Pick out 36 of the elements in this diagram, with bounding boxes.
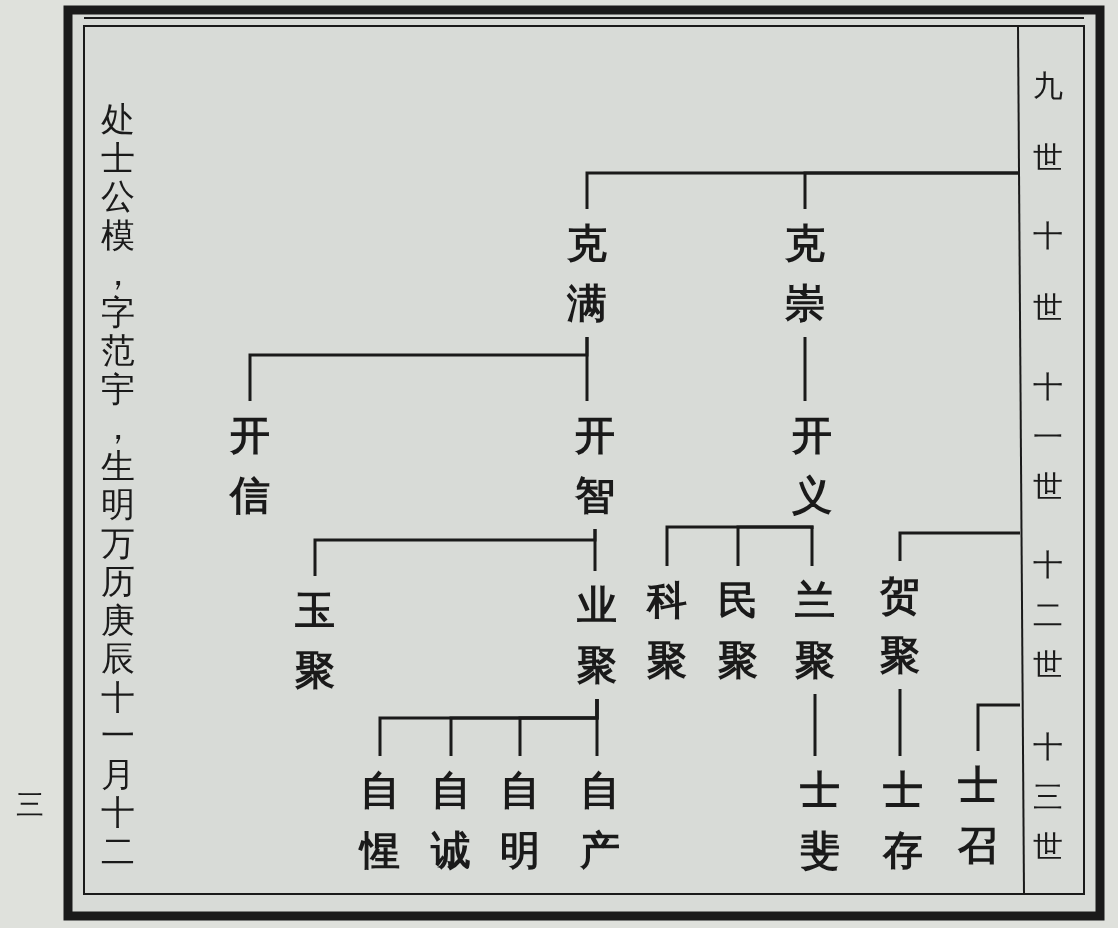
person-name: 玉聚 xyxy=(295,580,335,700)
person-name: 士存 xyxy=(883,760,923,880)
page-number: 三 xyxy=(16,787,44,823)
person-name: 开智 xyxy=(575,405,615,525)
person-name: 自惺 xyxy=(360,760,400,880)
person-name: 贺聚 xyxy=(880,565,920,685)
family-line xyxy=(595,699,599,756)
person-name: 业聚 xyxy=(577,575,617,695)
generation-label: 十一世 xyxy=(1033,368,1063,506)
person-name: 科聚 xyxy=(647,570,687,690)
family-line xyxy=(803,171,1020,209)
family-line xyxy=(898,531,1020,561)
generation-label: 十三世 xyxy=(1033,728,1063,866)
family-line xyxy=(898,689,902,756)
person-name: 开信 xyxy=(230,405,270,525)
person-name: 士斐 xyxy=(800,760,840,880)
family-line xyxy=(593,529,597,571)
generation-label: 九世 xyxy=(1033,67,1063,177)
family-line xyxy=(803,337,807,401)
family-line xyxy=(736,525,814,566)
note-text: 处士公模，字范宇，生明万历庚辰十一月十二 xyxy=(101,100,135,870)
generation-label: 十二世 xyxy=(1033,546,1063,684)
person-name: 自诚 xyxy=(431,760,471,880)
person-name: 开义 xyxy=(792,405,832,525)
person-name: 兰聚 xyxy=(795,570,835,690)
person-name: 民聚 xyxy=(718,570,758,690)
family-line xyxy=(813,694,817,756)
person-name: 士召 xyxy=(958,755,998,875)
person-name: 自产 xyxy=(580,760,620,880)
person-name: 克满 xyxy=(567,213,607,333)
person-name: 自明 xyxy=(500,760,540,880)
family-line xyxy=(585,337,589,401)
family-line xyxy=(810,529,814,566)
generation-label: 十世 xyxy=(1033,217,1063,327)
family-line xyxy=(976,703,1020,751)
person-name: 克崇 xyxy=(785,213,825,333)
